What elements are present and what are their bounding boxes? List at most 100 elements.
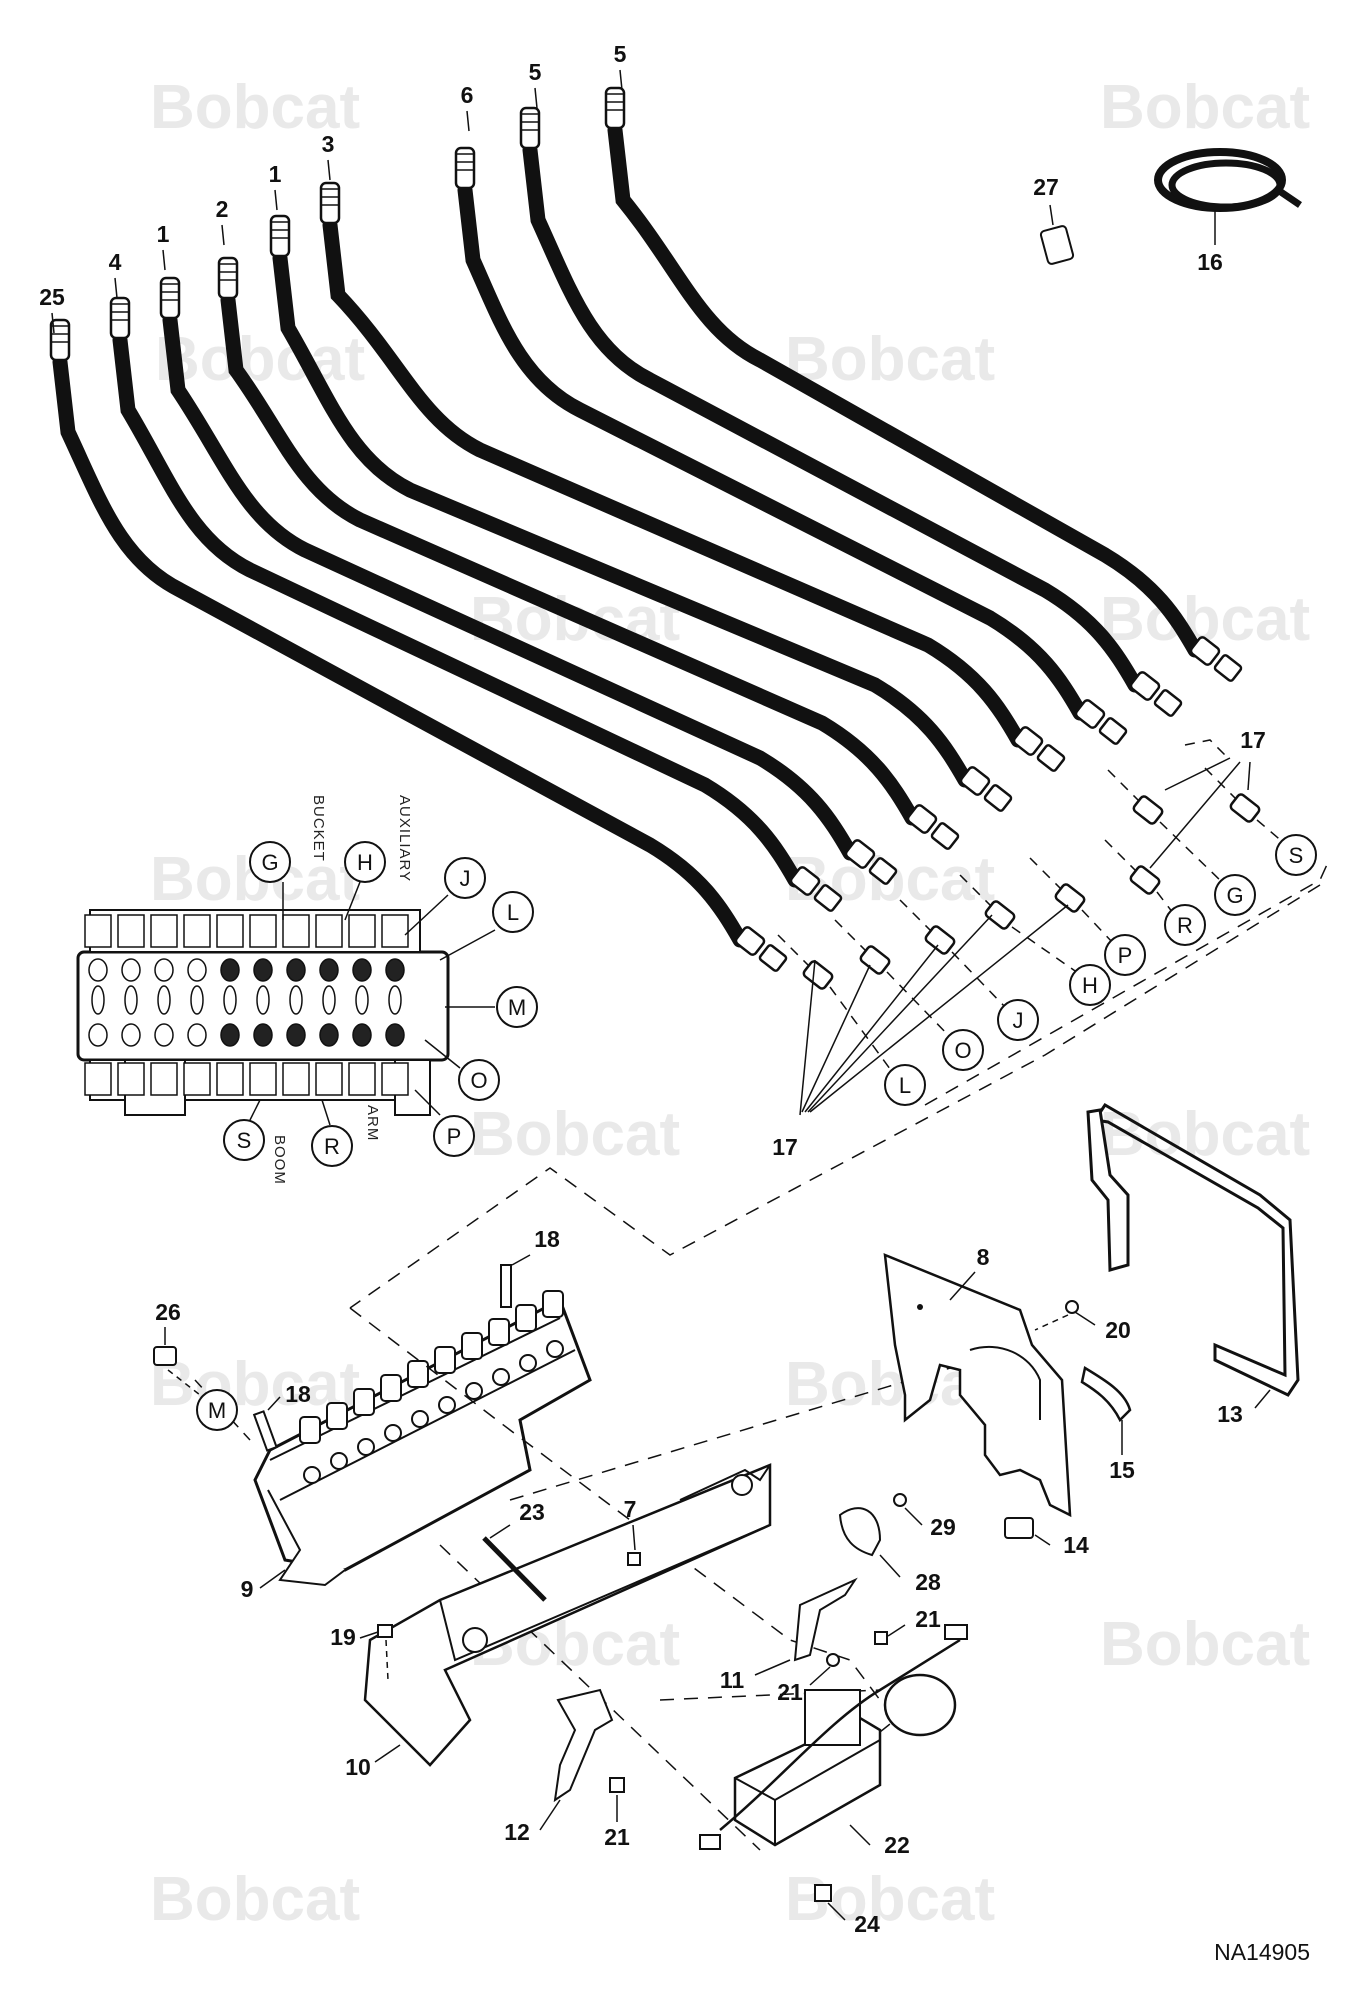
callout-number: 21: [604, 1824, 630, 1850]
callout-number: 15: [1109, 1457, 1135, 1483]
valve-port-callouts: G H J L M O P R S: [223, 841, 538, 1167]
callout-number: 21: [777, 1679, 803, 1705]
watermark-logo: Bobcat: [150, 1865, 360, 1934]
hose-fitting: [159, 276, 181, 320]
port-letter: G: [1226, 883, 1243, 908]
port-letter: S: [237, 1128, 252, 1153]
svg-text:BUCKET: BUCKET: [310, 795, 327, 862]
hose-fitting: [109, 296, 131, 340]
port-circle: [1069, 964, 1111, 1006]
valve-section-label: BUCKET: [310, 795, 327, 862]
hose-fitting: [454, 146, 476, 190]
callout-layer: 16 27 17 17 18 18 26 M 9 8 20 13 15: [153, 174, 1271, 1937]
adapter-fitting: [1132, 795, 1164, 825]
adapter-fitting: [1229, 793, 1261, 823]
callout-number: 8: [977, 1244, 990, 1270]
hose-nut: [983, 784, 1013, 812]
hose-fitting: [49, 318, 71, 362]
hose-callout-number: 3: [322, 131, 335, 157]
callout-number: 21: [915, 1606, 941, 1632]
hose-nut: [758, 944, 788, 972]
callout-number: 19: [330, 1624, 356, 1650]
port-circle: [444, 857, 486, 899]
callout-number: 27: [1033, 174, 1059, 200]
hose-callout-number: 5: [614, 41, 627, 67]
port-letter: O: [470, 1068, 487, 1093]
port-circle: [458, 1059, 500, 1101]
hose-callout-number: 1: [269, 161, 282, 187]
hose-fitting: [906, 804, 938, 834]
watermark-logo: Bobcat: [155, 325, 365, 394]
hose-nut: [868, 857, 898, 885]
valve-mount-plate: [883, 1253, 1072, 1518]
port-circle: [344, 841, 386, 883]
hose-fitting: [959, 766, 991, 796]
hose-nut: [930, 822, 960, 850]
adapter-fitting: [984, 900, 1016, 930]
port-letter: S: [1289, 843, 1304, 868]
hose-fitting: [1012, 726, 1044, 756]
watermark-logo: Bobcat: [1100, 1100, 1310, 1169]
hose-callout-number: 1: [157, 221, 170, 247]
bolt-20-drawing: [1065, 1300, 1079, 1314]
hose-nut: [813, 884, 843, 912]
port-circle: [1214, 874, 1256, 916]
hose-fitting: [604, 86, 626, 130]
hydraulic-hose: [607, 122, 1203, 658]
hose-callout-number: 2: [216, 196, 229, 222]
callout-number: 7: [624, 1496, 637, 1522]
hose-callout-number: 25: [39, 284, 65, 310]
hose-callout-number: 4: [109, 249, 122, 275]
valve-section-label: ARM: [364, 1105, 381, 1141]
port-circle: [249, 841, 291, 883]
port-circle: [492, 891, 534, 933]
hose-fitting: [734, 926, 766, 956]
port-letter: P: [1118, 943, 1133, 968]
hose-fitting: [269, 214, 291, 258]
callout-number: 10: [345, 1754, 371, 1780]
callout-number: 14: [1063, 1532, 1089, 1558]
hose-coil-drawing: [1154, 148, 1302, 245]
watermark-logo: Bobcat: [150, 73, 360, 142]
hose-fitting: [1074, 699, 1106, 729]
drawing-code: NA14905: [1214, 1939, 1310, 1965]
adapter-fitting: [1054, 883, 1086, 913]
port-letter: L: [899, 1073, 911, 1098]
svg-text:AUXILIARY: AUXILIARY: [396, 795, 413, 882]
hydraulic-hose: [162, 312, 858, 861]
port-letter: H: [1082, 973, 1098, 998]
hose-fitting: [844, 839, 876, 869]
callout-number: 13: [1217, 1401, 1243, 1427]
hose-nut: [1098, 717, 1128, 745]
watermark-logo: Bobcat: [1100, 1610, 1310, 1679]
port-letter: J: [460, 866, 471, 891]
hose-fitting: [1189, 636, 1221, 666]
watermark-logo: Bobcat: [150, 1350, 360, 1419]
bracket-12-drawing: [553, 1688, 614, 1803]
port-circle: [1275, 834, 1317, 876]
port-letter: M: [508, 995, 526, 1020]
hydraulic-hose: [220, 292, 920, 826]
port-circle: [1164, 904, 1206, 946]
port-circle: [223, 1119, 265, 1161]
callout-number: 17: [772, 1134, 798, 1160]
port-letter: M: [208, 1398, 226, 1423]
svg-text:ARM: ARM: [364, 1105, 381, 1141]
port-letter: R: [324, 1134, 340, 1159]
hydraulic-hose: [522, 142, 1143, 693]
valve-block-22: [699, 1624, 968, 1850]
port-letter: P: [447, 1124, 462, 1149]
port-circle: [1104, 934, 1146, 976]
callout-number: 24: [854, 1911, 880, 1937]
hose-nut: [1153, 689, 1183, 717]
watermark-layer: Bobcat Bobcat Bobcat Bobcat Bobcat Bobca…: [150, 73, 1310, 1934]
hose-nut: [1213, 654, 1243, 682]
callout-number: 18: [534, 1226, 560, 1252]
watermark-logo: Bobcat: [785, 325, 995, 394]
clip-drawing: [1039, 204, 1075, 265]
port-letter: J: [1013, 1008, 1024, 1033]
port-letter: L: [507, 900, 519, 925]
hose-nut: [1036, 744, 1066, 772]
control-valve-assembly: [194, 1290, 592, 1587]
hydraulic-hose: [457, 182, 1088, 721]
